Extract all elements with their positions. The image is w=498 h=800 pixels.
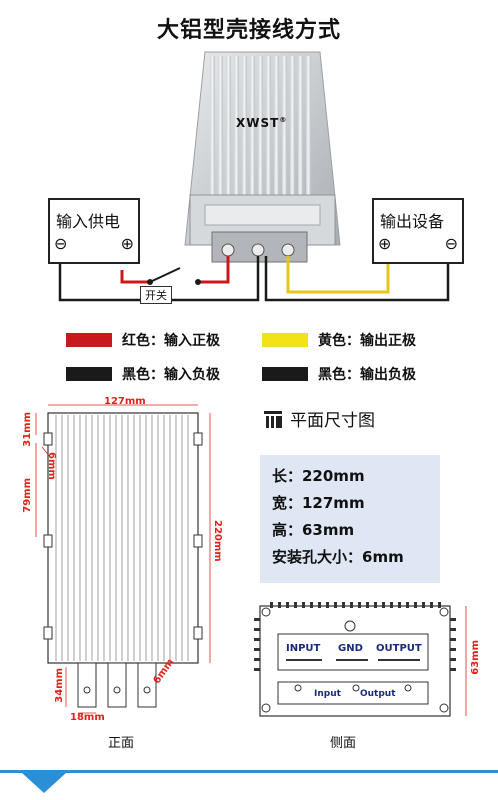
terminal-screw-3 [281,243,295,257]
yellow-swatch [262,333,308,347]
dim-63: 63mm [470,640,481,675]
black-swatch [66,367,112,381]
side-view-caption: 侧面 [330,736,357,751]
dim-220: 220mm [212,520,223,562]
chevron-down-icon [22,773,66,793]
dim-31: 31mm [22,412,33,447]
brand-logo: XWST® [236,116,288,130]
terminal-screw-1 [221,243,235,257]
switch-lever [149,267,181,283]
terminal-screw-2 [251,243,265,257]
plan-title: 平面尺寸图 [262,406,375,431]
side-output-label: OUTPUT [376,643,422,654]
footer-divider [0,770,498,773]
black-output-wire [264,256,450,302]
yellow-wire [286,256,390,294]
side-gnd-label: GND [338,643,363,654]
dim-18: 18mm [70,712,105,723]
ruler-icon [264,410,282,428]
output-device: 输出设备 ⊕ ⊖ [372,198,464,264]
spec-hole-size: 安装孔大小：6mm [272,548,404,566]
side-view-drawing [254,602,467,717]
side-bottom-output-label: Output [360,689,396,699]
spec-width: 宽：127mm [272,494,365,512]
legend-item-black-input: 黑色：输入负极 [66,364,220,384]
heat-sink-fins [210,56,311,196]
dim-34: 34mm [54,668,65,703]
legend-item-yellow: 黄色：输出正极 [262,330,416,350]
side-input-label: INPUT [286,643,321,654]
front-view-drawing [35,404,211,714]
side-bottom-input-label: Input [314,689,341,699]
red-wire [198,256,230,284]
spec-panel: 长：220mm 宽：127mm 高：63mm 安装孔大小：6mm [260,455,440,583]
plus-terminal-icon: ⊕ [120,234,134,253]
minus-terminal-icon: ⊖ [444,234,458,253]
input-device-label: 输入供电 [56,212,121,231]
output-device-label: 输出设备 [380,212,445,231]
black-swatch [262,367,308,381]
switch-label: 开关 [140,286,172,304]
spec-height: 高：63mm [272,521,355,539]
input-power-device: 输入供电 ⊖ ⊕ [48,198,140,264]
minus-terminal-icon: ⊖ [54,234,68,253]
wiring-diagram [58,51,450,302]
legend-item-black-output: 黑色：输出负极 [262,364,416,384]
legend-item-red: 红色：输入正极 [66,330,220,350]
plus-terminal-icon: ⊕ [378,234,392,253]
page-title: 大铝型壳接线方式 [156,18,341,43]
front-view-caption: 正面 [108,736,135,751]
red-swatch [66,333,112,347]
dim-width-127: 127mm [104,396,146,407]
dim-79: 79mm [22,478,33,513]
dim-6: 6mm [46,452,57,480]
spec-length: 长：220mm [272,467,365,485]
